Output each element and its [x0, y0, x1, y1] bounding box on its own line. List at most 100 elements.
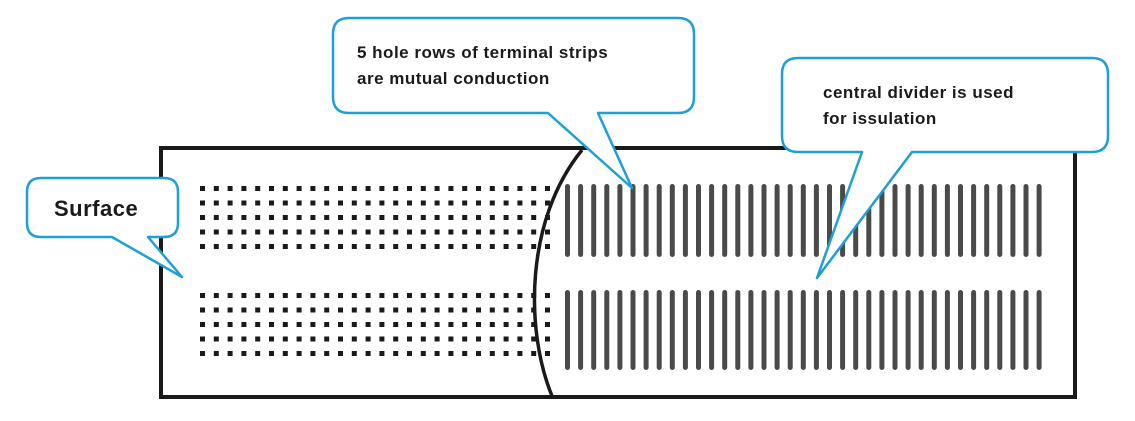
hole	[434, 186, 440, 191]
terminal-strip	[761, 184, 767, 257]
hole	[338, 322, 343, 327]
hole	[255, 307, 261, 313]
hole	[282, 351, 288, 356]
hole	[324, 200, 330, 206]
hole	[241, 307, 247, 313]
hole	[503, 215, 509, 220]
cutaway-curve	[532, 148, 584, 397]
hole	[310, 200, 316, 206]
terminal-strip	[971, 290, 977, 370]
hole	[420, 244, 426, 249]
hole	[531, 244, 537, 249]
hole	[241, 229, 247, 235]
hole	[448, 336, 454, 342]
hole	[213, 186, 219, 191]
hole	[545, 336, 550, 342]
hole	[200, 200, 205, 206]
hole	[200, 322, 205, 327]
hole	[393, 186, 399, 191]
callout-bubbles	[25, 16, 1110, 280]
hole	[434, 307, 440, 313]
hole	[379, 200, 385, 206]
terminal-strip	[958, 184, 963, 257]
hole	[365, 322, 371, 327]
hole	[351, 215, 357, 220]
terminal-strip	[604, 290, 610, 370]
hole	[545, 293, 550, 298]
terminal-strip	[565, 184, 570, 257]
hole	[269, 293, 274, 298]
hole	[531, 322, 537, 327]
terminal-strip	[604, 184, 610, 257]
hole	[393, 336, 399, 342]
hole	[503, 186, 509, 191]
hole	[517, 229, 523, 235]
terminal-strip	[958, 290, 963, 370]
breadboard	[159, 146, 1077, 399]
terminal-strip	[565, 290, 570, 370]
terminal-strip	[866, 290, 872, 370]
hole	[255, 229, 261, 235]
hole	[462, 336, 468, 342]
hole	[420, 200, 426, 206]
hole	[282, 186, 288, 191]
hole	[269, 229, 274, 235]
hole	[351, 293, 357, 298]
hole	[503, 200, 509, 206]
hole	[379, 322, 385, 327]
callout-terminal-text: 5 hole rows of terminal strips are mutua…	[357, 40, 608, 92]
hole	[393, 322, 399, 327]
terminal-strip	[669, 290, 675, 370]
hole	[379, 293, 385, 298]
terminal-strip	[892, 290, 898, 370]
hole	[310, 293, 316, 298]
hole	[407, 229, 412, 235]
hole	[241, 186, 247, 191]
hole	[365, 244, 371, 249]
hole	[489, 293, 495, 298]
hole	[379, 244, 385, 249]
hole	[420, 186, 426, 191]
terminal-strip	[984, 184, 990, 257]
hole	[241, 200, 247, 206]
terminal-strip	[735, 184, 741, 257]
callout-terminal-bubble	[331, 16, 696, 190]
terminal-strip	[630, 290, 636, 370]
hole	[213, 351, 219, 356]
hole	[241, 351, 247, 356]
hole	[255, 244, 261, 249]
hole	[365, 215, 371, 220]
hole	[255, 215, 261, 220]
hole	[531, 229, 537, 235]
hole	[351, 351, 357, 356]
hole	[420, 229, 426, 235]
hole	[227, 200, 233, 206]
hole	[393, 244, 399, 249]
hole	[462, 351, 468, 356]
terminal-strip	[997, 290, 1003, 370]
terminal-strip	[735, 290, 741, 370]
hole	[379, 351, 385, 356]
terminal-strip	[944, 184, 950, 257]
hole	[338, 229, 343, 235]
hole	[310, 322, 316, 327]
terminal-strip	[813, 290, 819, 370]
callout-divider-line-2: for issulation	[823, 109, 937, 128]
hole	[503, 336, 509, 342]
hole	[338, 293, 343, 298]
terminal-strip	[617, 290, 623, 370]
hole	[213, 215, 219, 220]
hole	[200, 351, 205, 356]
hole	[255, 322, 261, 327]
hole	[200, 215, 205, 220]
hole	[241, 244, 247, 249]
terminal-strip	[774, 290, 780, 370]
hole	[545, 244, 550, 249]
hole	[324, 215, 330, 220]
hole	[296, 322, 302, 327]
hole	[462, 215, 468, 220]
hole	[324, 322, 330, 327]
hole	[338, 186, 343, 191]
